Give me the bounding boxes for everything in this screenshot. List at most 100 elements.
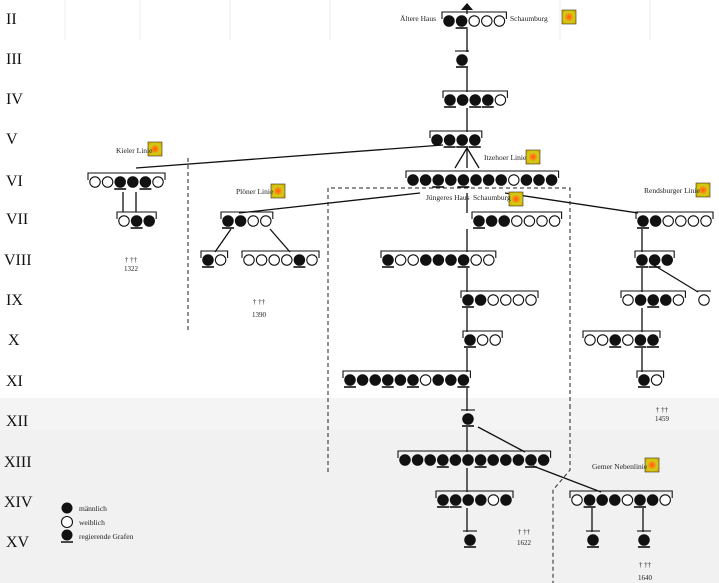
- coat-of-arms-icon: [561, 9, 577, 25]
- sibling-group: [637, 530, 651, 548]
- gen-label: XI: [6, 373, 23, 390]
- coat-of-arms-icon: [525, 149, 541, 165]
- male-person: [445, 174, 457, 186]
- coat-of-arms-icon: [695, 182, 711, 198]
- sibling-group: [636, 370, 665, 388]
- female-person: [621, 494, 634, 506]
- gen-label: XII: [6, 413, 28, 430]
- female-person: [419, 374, 432, 386]
- legend-female-symbol: [60, 515, 74, 529]
- ruling-count: [344, 374, 356, 386]
- sibling-group: [620, 290, 686, 308]
- gen-label: VII: [6, 211, 28, 228]
- female-person: [700, 215, 712, 227]
- sibling-group: [634, 250, 675, 268]
- female-person: [650, 374, 663, 386]
- male-person: [431, 134, 443, 146]
- extinction-year: 1322: [124, 265, 139, 273]
- female-person: [675, 215, 687, 227]
- label-aeltere-haus: Ältere Haus: [400, 14, 436, 23]
- sibling-group: [220, 211, 274, 229]
- descent-lines: [122, 3, 699, 532]
- sibling-group: [405, 170, 560, 188]
- male-person: [143, 215, 155, 227]
- ruling-count: [457, 374, 470, 386]
- ruling-count: [139, 176, 152, 188]
- female-person: [476, 334, 489, 346]
- ruling-count: [462, 413, 474, 425]
- male-person: [500, 494, 512, 506]
- label-juengeres-haus: Jüngeres Haus: [426, 193, 470, 202]
- male-person: [475, 494, 487, 506]
- branch-labels: Ältere Haus Schaumburg Kieler Linie Itze…: [116, 14, 701, 471]
- sibling-group: [435, 490, 514, 508]
- ruling-count: [464, 534, 476, 546]
- sibling-group: [342, 370, 471, 388]
- extinction-year: 1622: [517, 539, 532, 547]
- sibling-group: [463, 530, 477, 548]
- female-person: [407, 254, 419, 266]
- ruling-count: [130, 215, 143, 227]
- female-person: [487, 494, 500, 506]
- ruling-count: [382, 254, 394, 266]
- sibling-group: [397, 450, 552, 468]
- male-person: [470, 174, 482, 186]
- ruling-count: [609, 334, 621, 346]
- extinction-mark: † ††: [639, 561, 652, 569]
- sibling-group: [697, 290, 711, 306]
- male-person: [533, 174, 545, 186]
- female-person: [268, 254, 280, 266]
- male-person: [419, 174, 432, 186]
- coat-of-arms-group: [147, 9, 711, 473]
- sibling-group: [582, 330, 661, 348]
- female-person: [481, 15, 493, 27]
- ruling-count: [293, 254, 306, 266]
- ruling-count: [456, 134, 468, 146]
- gen-label: V: [6, 131, 18, 148]
- ruling-count: [456, 54, 468, 66]
- male-person: [420, 254, 432, 266]
- extinction-marks: † †† 1322 † †† 1390 † †† 1459 † †† 1622 …: [124, 256, 670, 582]
- line-borders: [187, 158, 571, 583]
- extinction-mark: † ††: [253, 298, 266, 306]
- sibling-group: [429, 130, 483, 148]
- gen-label: VIII: [4, 252, 32, 269]
- female-person: [281, 254, 293, 266]
- female-person: [548, 215, 561, 227]
- female-person: [494, 94, 507, 106]
- ruling-count: [457, 254, 470, 266]
- ruling-count: [437, 454, 449, 466]
- ruling-count: [114, 176, 126, 188]
- female-person: [489, 334, 501, 346]
- male-person: [495, 174, 507, 186]
- male-person: [394, 374, 407, 386]
- extinction-mark: † ††: [518, 528, 531, 536]
- female-person: [698, 294, 710, 306]
- generation-axis: II III IV V VI VII VIII IX X XI XII XIII…: [4, 11, 33, 551]
- female-person: [89, 176, 101, 188]
- male-person: [456, 94, 469, 106]
- male-person: [634, 294, 647, 306]
- coat-of-arms-icon: [270, 183, 286, 199]
- ruling-count: [647, 294, 659, 306]
- male-person: [443, 15, 455, 27]
- sibling-group: [442, 90, 508, 108]
- legend-female-label: weiblich: [79, 518, 105, 527]
- ruling-count: [583, 494, 596, 506]
- male-person: [127, 176, 139, 188]
- ruling-count: [407, 374, 419, 386]
- gen-label: X: [8, 332, 20, 349]
- female-person: [659, 494, 671, 506]
- male-person: [462, 454, 474, 466]
- ruling-count: [634, 334, 647, 346]
- female-person: [255, 254, 268, 266]
- female-person: [468, 15, 480, 27]
- male-person: [356, 374, 369, 386]
- coat-of-arms-icon: [644, 457, 660, 473]
- ruling-count: [647, 334, 659, 346]
- female-person: [260, 215, 272, 227]
- male-person: [649, 215, 662, 227]
- female-person: [662, 215, 674, 227]
- male-person: [462, 494, 474, 506]
